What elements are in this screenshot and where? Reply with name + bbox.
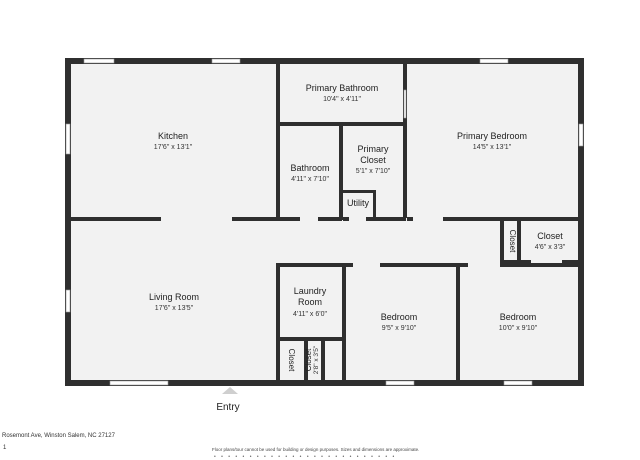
- room-right-closet-dims: 4'6" x 3'3": [535, 244, 566, 251]
- room-bedroom-1-dims: 9'5" x 9'10": [382, 325, 417, 332]
- room-primary-bedroom-name: Primary Bedroom: [457, 131, 527, 141]
- floor-area: [67, 60, 582, 384]
- room-laundry-name-1: Laundry: [294, 286, 327, 296]
- room-bedroom-2-dims: 10'0" x 9'10": [499, 325, 538, 332]
- room-bottom-closet-2-name: Closet: [304, 348, 313, 371]
- room-kitchen-dims: 17'6" x 13'1": [154, 144, 193, 151]
- room-living-room-dims: 17'6" x 13'5": [155, 305, 194, 312]
- footer-dots-icon: • • • • • • • • • • • • • • • • • • • • …: [214, 454, 397, 460]
- entry-label: Entry: [216, 402, 240, 413]
- room-primary-closet-dims: 5'1" x 7'10": [356, 168, 391, 175]
- room-laundry-dims: 4'11" x 6'0": [293, 311, 327, 318]
- room-laundry-name-2: Room: [298, 297, 322, 307]
- room-bathroom-dims: 4'11" x 7'10": [291, 176, 329, 183]
- page-number: 1: [3, 445, 7, 451]
- exterior-walls: [65, 58, 584, 386]
- room-primary-bathroom-name: Primary Bathroom: [306, 83, 379, 93]
- room-hall-closet-name: Closet: [508, 230, 517, 253]
- room-primary-closet-name-2: Closet: [360, 155, 386, 165]
- room-bottom-closet-2-dims: 2'8" x 3'5": [313, 345, 320, 374]
- room-right-closet-name: Closet: [537, 231, 563, 241]
- room-utility-name: Utility: [347, 198, 369, 208]
- disclaimer-text: Floor plans/tour cannot be used for buil…: [212, 447, 420, 452]
- room-bedroom-2-name: Bedroom: [500, 312, 537, 322]
- room-primary-closet-name-1: Primary: [358, 144, 389, 154]
- room-primary-bedroom-dims: 14'5" x 13'1": [473, 144, 512, 151]
- address-text: Rosemont Ave, Winston Salem, NC 27127: [2, 433, 115, 439]
- room-living-room-name: Living Room: [149, 292, 199, 302]
- room-bathroom-name: Bathroom: [290, 163, 329, 173]
- entry-arrow-icon: [222, 387, 238, 394]
- interior-walls: [71, 64, 578, 380]
- room-bedroom-1-name: Bedroom: [381, 312, 418, 322]
- room-kitchen-name: Kitchen: [158, 131, 188, 141]
- room-primary-bathroom-dims: 10'4" x 4'11": [323, 96, 361, 103]
- windows: [65, 58, 584, 386]
- room-bottom-closet-1-name: Closet: [287, 349, 296, 372]
